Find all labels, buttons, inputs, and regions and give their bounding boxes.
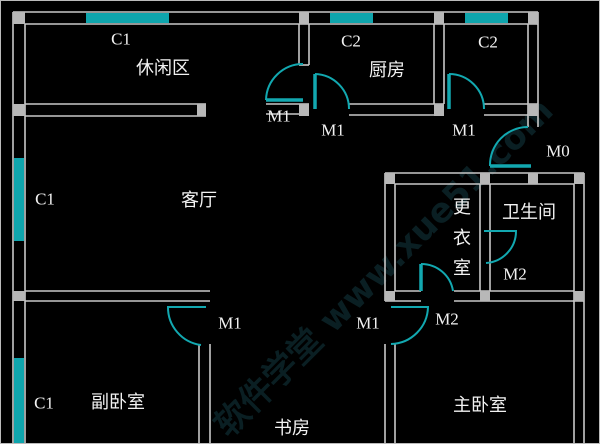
- room-label-master-bedroom: 主卧室: [453, 395, 507, 416]
- room-label-second-bedroom: 副卧室: [91, 392, 145, 413]
- windows: [14, 13, 508, 443]
- room-label-bathroom: 卫生间: [502, 202, 556, 223]
- window-label: C1: [34, 393, 54, 413]
- window-label: C2: [478, 32, 498, 52]
- door-label: M1: [218, 313, 242, 333]
- room-label-dressing: 室: [453, 258, 471, 279]
- door-label: M2: [435, 309, 459, 329]
- columns: [13, 12, 584, 301]
- room-label-dressing: 衣: [453, 228, 471, 249]
- room-label-study: 书房: [274, 418, 310, 439]
- window-label: C1: [111, 29, 131, 49]
- window-label: C2: [341, 31, 361, 51]
- door-label: M0: [546, 141, 570, 161]
- door-label: M1: [356, 313, 380, 333]
- door-label: M1: [267, 106, 291, 126]
- room-label-kitchen: 厨房: [369, 60, 405, 81]
- room-label-leisure: 休闲区: [136, 58, 190, 79]
- room-label-living: 客厅: [181, 190, 217, 211]
- door-label: M1: [321, 120, 345, 140]
- room-label-dressing: 更: [453, 197, 471, 218]
- door-label: M1: [452, 120, 476, 140]
- walls: [12, 11, 585, 443]
- door-label: M2: [503, 264, 527, 284]
- window-label: C1: [35, 189, 55, 209]
- doors: [166, 63, 531, 346]
